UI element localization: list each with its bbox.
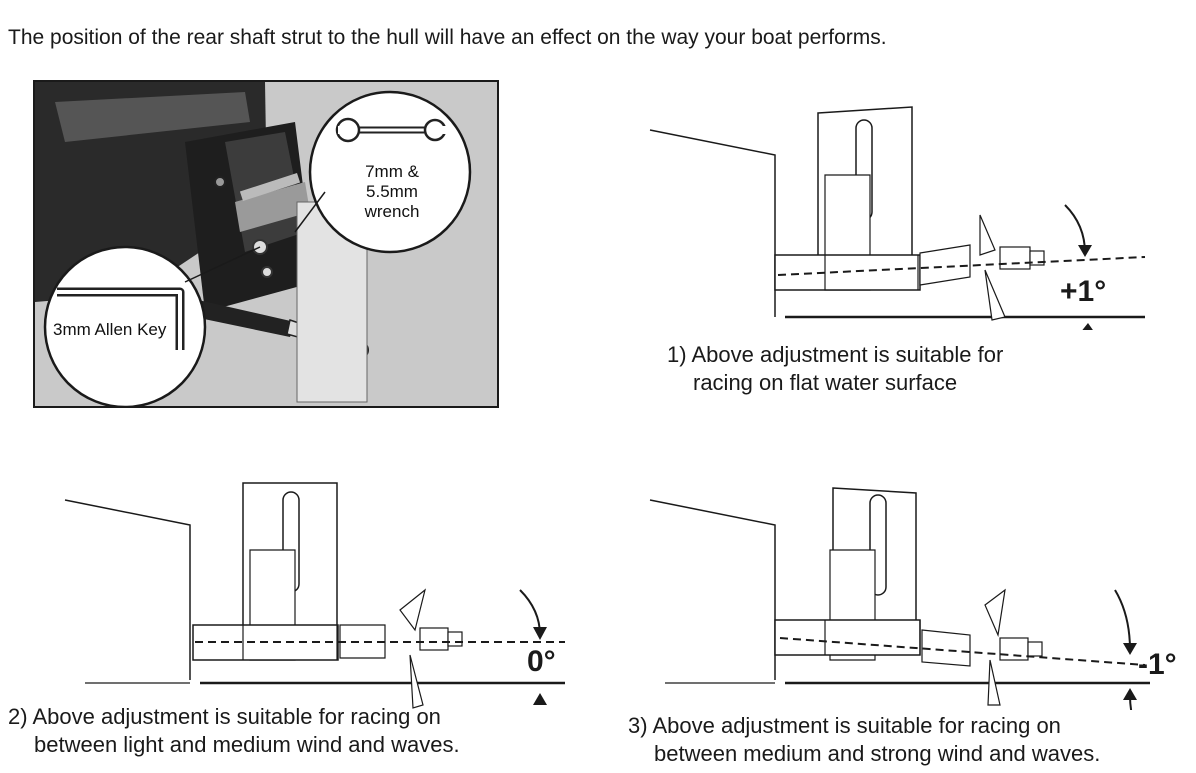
angle-label: -1° xyxy=(1138,648,1177,681)
diagram-plus-one-degree: +1° xyxy=(640,95,1160,386)
caption-line: between light and medium wind and waves. xyxy=(34,732,460,757)
allen-key-icon xyxy=(57,287,185,350)
caption-line: racing on flat water surface xyxy=(693,370,958,395)
wrench-label-line2: wrench xyxy=(364,202,420,221)
diagram-zero-degree: 0° xyxy=(55,480,575,710)
allen-key-label: 3mm Allen Key xyxy=(53,320,167,339)
diagram-minus-one-degree: -1° xyxy=(640,480,1185,741)
caption-line: 3) Above adjustment is suitable for raci… xyxy=(628,713,1061,738)
wrench-icon xyxy=(335,117,447,143)
wrench-label-line1: 7mm & 5.5mm xyxy=(365,162,419,201)
angle-label: 0° xyxy=(527,645,556,678)
strut-photo: 7mm & 5.5mm wrench 3mm Allen Key xyxy=(33,80,499,408)
intro-text: The position of the rear shaft strut to … xyxy=(8,26,887,49)
caption-line: 2) Above adjustment is suitable for raci… xyxy=(8,704,441,729)
angle-label: +1° xyxy=(1060,275,1107,308)
caption-line: 1) Above adjustment is suitable for xyxy=(667,342,1004,367)
caption-line: between medium and strong wind and waves… xyxy=(654,741,1101,766)
